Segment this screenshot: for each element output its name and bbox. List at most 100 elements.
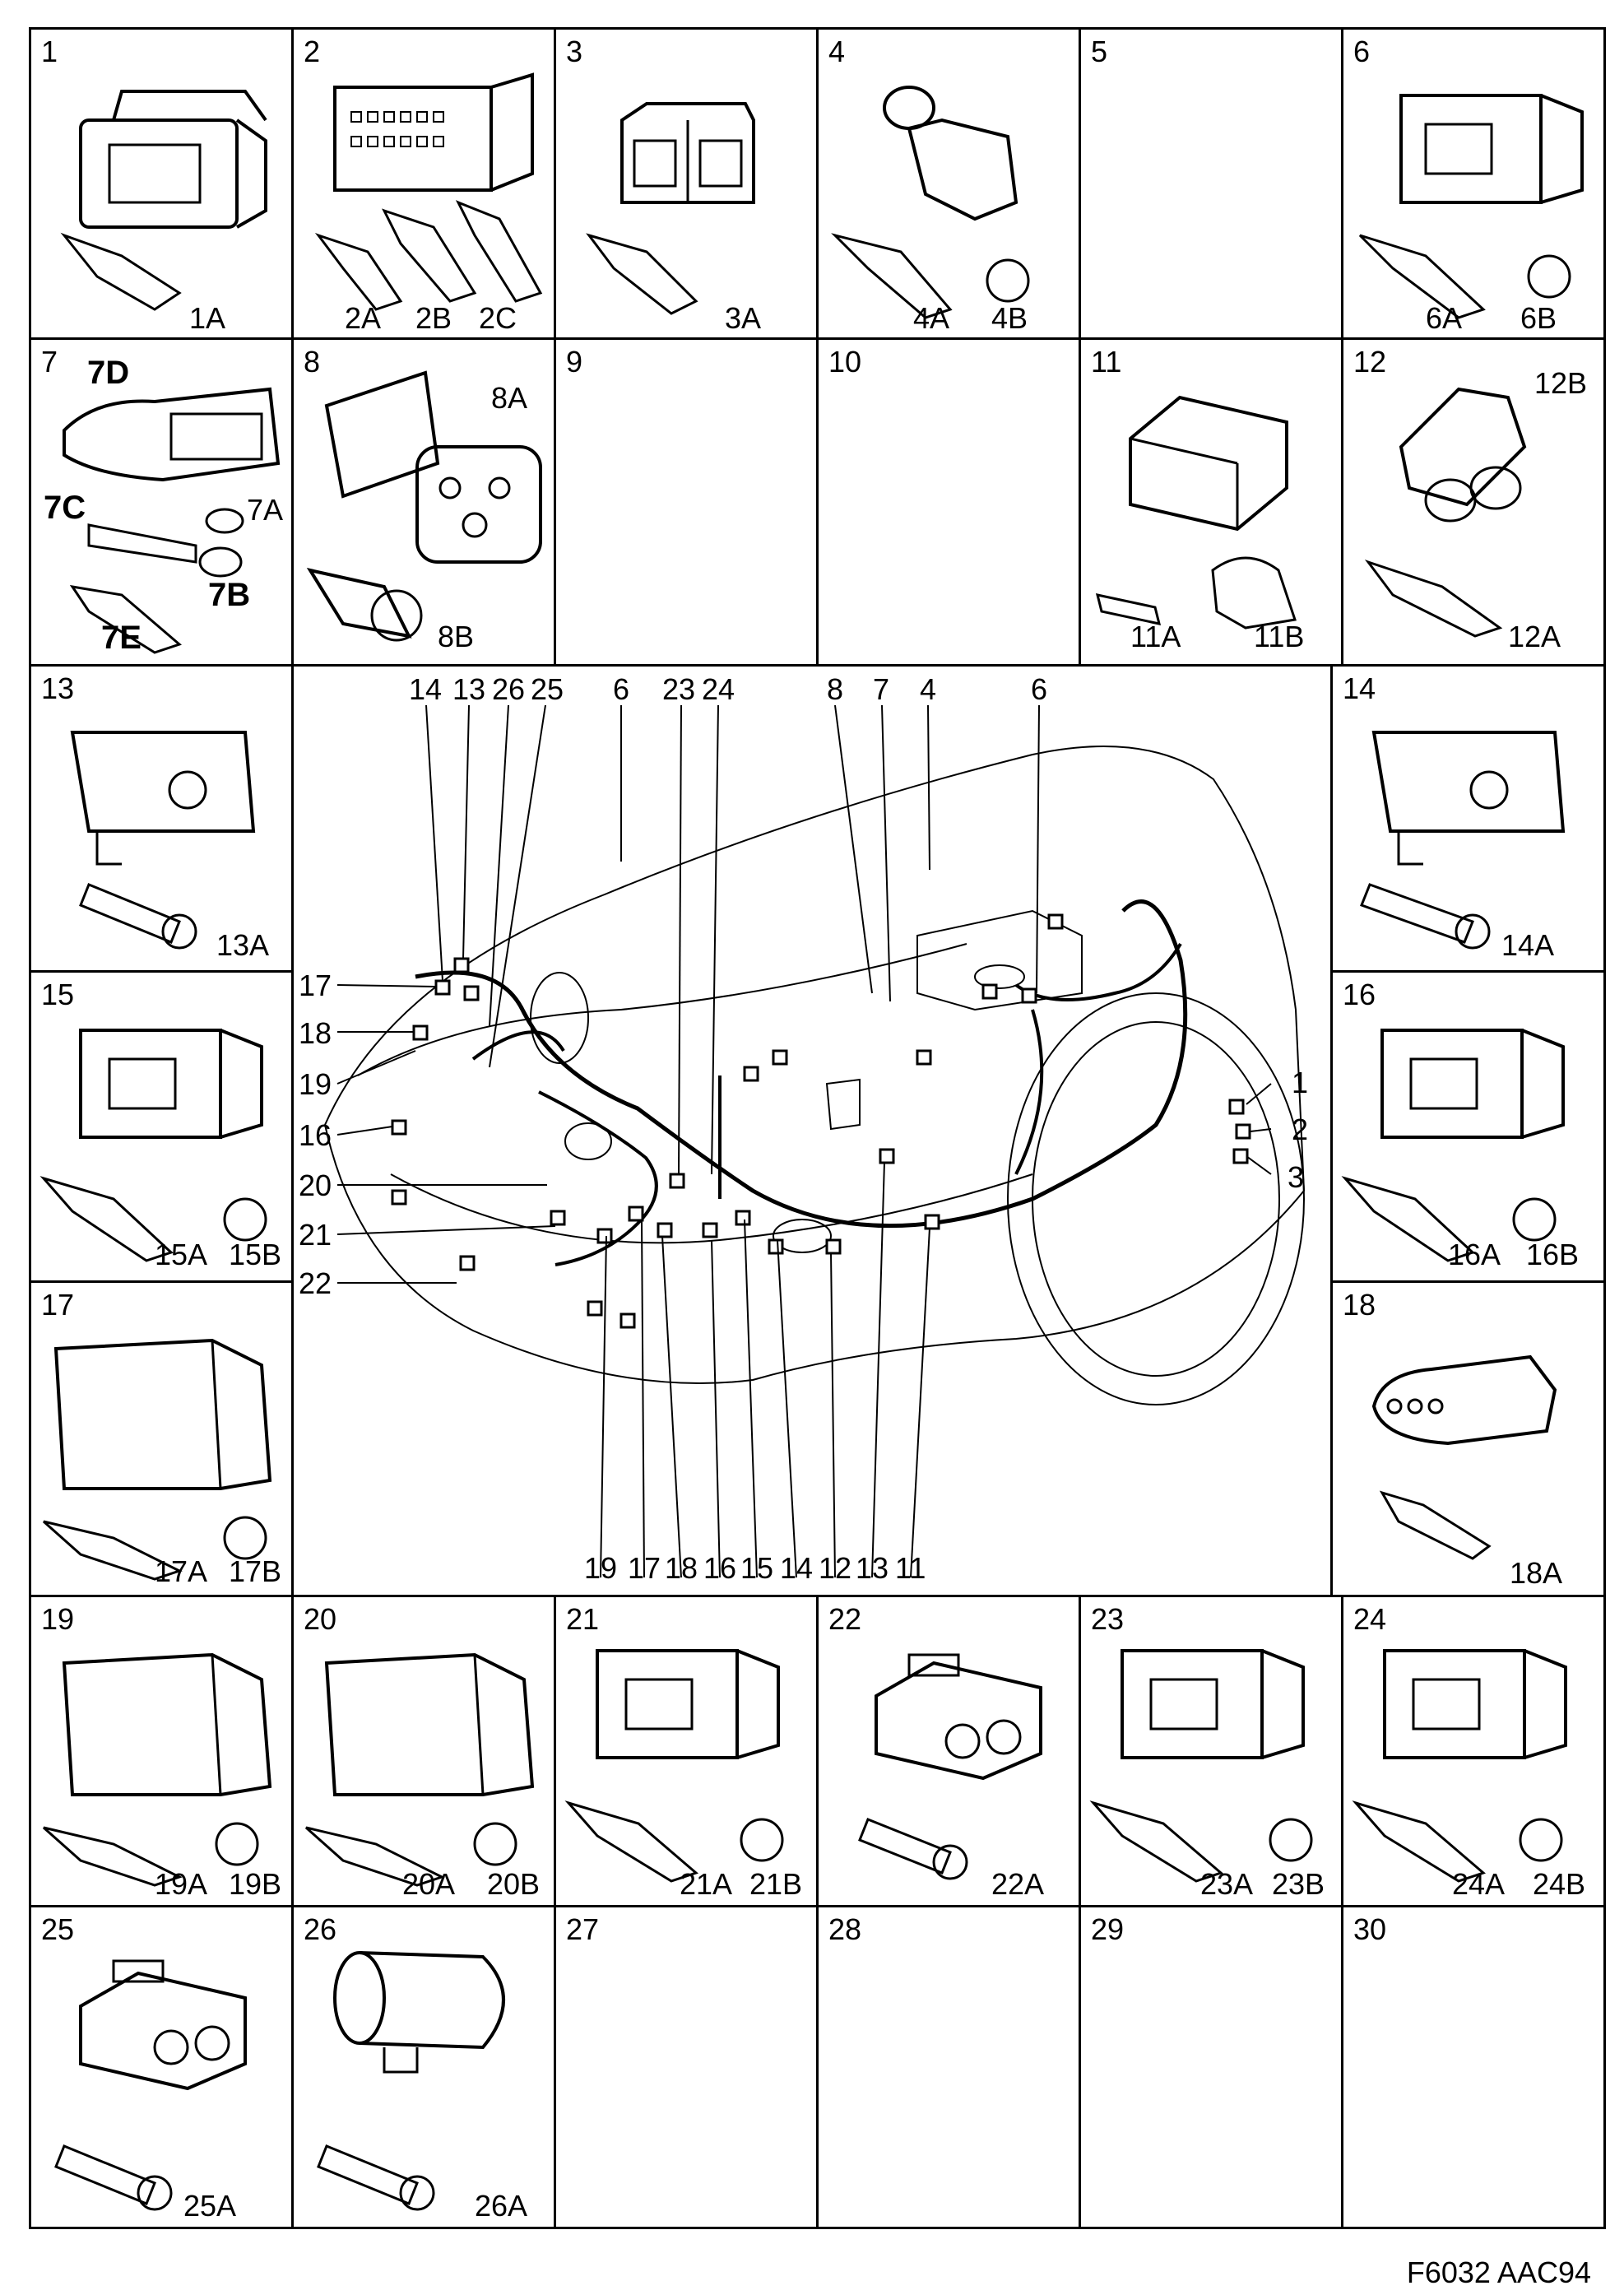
part-label: 13A — [216, 928, 270, 962]
connector-drawing — [1352, 1649, 1567, 1883]
callout-label: 6 — [1031, 672, 1048, 706]
part-label: 24B — [1533, 1867, 1586, 1901]
connector-drawing — [1360, 731, 1566, 950]
cell-14: 14 14A — [1330, 664, 1606, 973]
part-label: 22A — [991, 1867, 1045, 1901]
cell-5: 5 — [1079, 27, 1343, 340]
callout-label: 11 — [895, 1551, 926, 1585]
cell-26: 26 26A — [291, 1905, 556, 2229]
cell-number: 8 — [304, 345, 321, 379]
part-label: 4A — [913, 301, 950, 335]
cell-number: 5 — [1091, 35, 1108, 68]
cell-23: 23 23A 23B — [1079, 1595, 1343, 1907]
cell-6: 6 6A 6B — [1341, 27, 1606, 340]
cell-number: 4 — [828, 35, 846, 68]
connector-drawing — [1364, 387, 1527, 638]
cell-12: 12 12B 12A — [1341, 337, 1606, 667]
cell-10: 10 — [816, 337, 1081, 667]
cell-number: 13 — [41, 671, 75, 705]
connector-drawing — [317, 1951, 505, 2211]
cell-15: 15 15A 15B — [29, 970, 294, 1283]
connector-drawing — [858, 1653, 1042, 1880]
cell-number: 27 — [566, 1912, 600, 1946]
part-label: 24A — [1452, 1867, 1506, 1901]
callout-label: 16 — [299, 1118, 332, 1152]
cell-number: 23 — [1091, 1602, 1125, 1636]
cell-number: 9 — [566, 345, 583, 379]
cell-29: 29 — [1079, 1905, 1343, 2229]
connector-drawing — [564, 1649, 784, 1883]
cell-number: 29 — [1091, 1912, 1125, 1946]
part-label: 16A — [1448, 1238, 1501, 1271]
part-label: 20A — [402, 1867, 456, 1901]
part-label: 26A — [475, 2189, 528, 2223]
cell-number: 3 — [566, 35, 583, 68]
part-label: 12B — [1534, 366, 1588, 400]
callout-label: 16 — [703, 1551, 737, 1585]
part-label: 7E — [101, 620, 142, 656]
part-label: 4B — [991, 301, 1028, 335]
part-label: 2A — [345, 301, 382, 335]
part-label: 17A — [155, 1554, 208, 1588]
callout-label: 19 — [299, 1067, 332, 1101]
callout-label: 21 — [299, 1218, 332, 1252]
cell-number: 28 — [828, 1912, 862, 1946]
cell-21: 21 21A 21B — [554, 1595, 819, 1907]
part-label: 11A — [1130, 620, 1181, 653]
cell-2: 2 2A 2B 2C — [291, 27, 556, 340]
callout-label: 24 — [702, 672, 735, 706]
part-label: 6A — [1426, 301, 1463, 335]
part-label: 14A — [1501, 928, 1555, 962]
part-label: 16B — [1526, 1238, 1580, 1271]
part-label: 20B — [487, 1867, 541, 1901]
connector-drawing — [54, 1959, 247, 2211]
callout-label: 2 — [1292, 1113, 1309, 1146]
cell-number: 12 — [1353, 345, 1387, 379]
part-label: 23B — [1272, 1867, 1325, 1901]
callout-label: 19 — [584, 1551, 618, 1585]
cell-8: 8 8A 8B — [291, 337, 556, 667]
callout-label: 18 — [665, 1551, 698, 1585]
cell-number: 24 — [1353, 1602, 1387, 1636]
callout-label: 26 — [492, 672, 526, 706]
part-label: 7B — [208, 577, 251, 613]
part-label: 17B — [229, 1554, 282, 1588]
cell-number: 19 — [41, 1602, 75, 1636]
connector-drawing — [63, 387, 281, 654]
part-label: 11B — [1254, 620, 1305, 653]
cell-number: 15 — [41, 978, 75, 1011]
part-label: 12A — [1508, 620, 1561, 653]
connector-drawing — [306, 370, 542, 642]
connector-drawing — [1341, 1029, 1565, 1262]
part-label: 25A — [183, 2189, 237, 2223]
part-label: 15B — [229, 1238, 282, 1271]
part-label: 7D — [87, 355, 130, 391]
callout-label: 14 — [780, 1551, 814, 1585]
cell-number: 6 — [1353, 35, 1371, 68]
part-label: 7C — [44, 490, 86, 526]
cell-number: 2 — [304, 35, 321, 68]
part-label: 23A — [1200, 1867, 1254, 1901]
cell-27: 27 — [554, 1905, 819, 2229]
cell-number: 30 — [1353, 1912, 1387, 1946]
cell-1: 1 1A — [29, 27, 294, 340]
engine-bay-wiring-diagram: 14 13 26 25 6 23 24 8 7 4 6 17 18 19 16 … — [292, 664, 1333, 1595]
callout-label: 23 — [662, 672, 696, 706]
part-label: 21A — [680, 1867, 733, 1901]
part-label: 15A — [155, 1238, 208, 1271]
cell-number: 17 — [41, 1288, 75, 1322]
cell-number: 11 — [1091, 345, 1122, 379]
callout-label: 15 — [740, 1551, 774, 1585]
cell-3: 3 3A — [554, 27, 819, 340]
callout-label: 25 — [531, 672, 564, 706]
connector-drawing — [1095, 395, 1297, 629]
callout-label: 12 — [819, 1551, 852, 1585]
callout-label: 20 — [299, 1168, 332, 1202]
callout-label: 13 — [452, 672, 486, 706]
callout-label: 8 — [827, 672, 844, 706]
callout-label: 6 — [613, 672, 630, 706]
cell-28: 28 — [816, 1905, 1081, 2229]
cell-9: 9 — [554, 337, 819, 667]
callout-label: 3 — [1288, 1160, 1305, 1194]
part-label: 3A — [725, 301, 762, 335]
